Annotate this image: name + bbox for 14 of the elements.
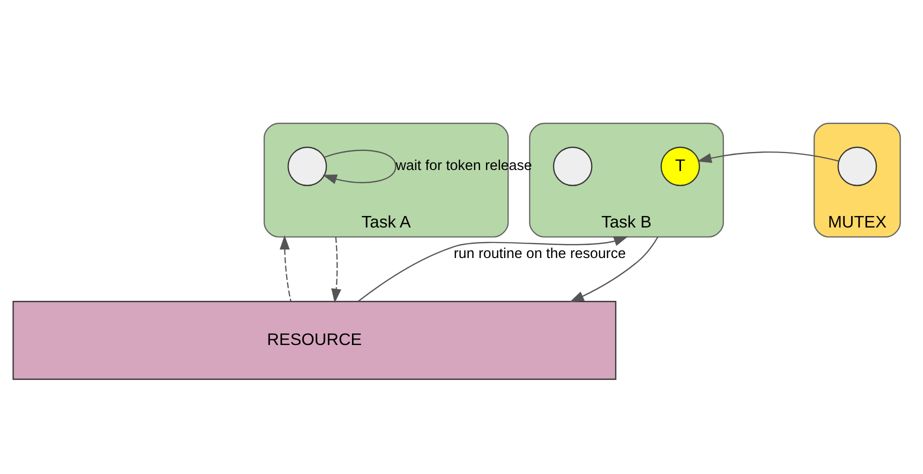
- arrow: [331, 236, 342, 303]
- arrow: [280, 234, 292, 301]
- arrow: [570, 236, 658, 302]
- edge-label: run routine on the resource: [454, 245, 626, 262]
- node-circle: [838, 146, 877, 186]
- arrow: [358, 236, 628, 302]
- node-circle: T: [660, 146, 700, 186]
- edge-label: wait for token release: [396, 158, 532, 174]
- arrow: [697, 151, 839, 163]
- cluster: MUTEX: [814, 122, 901, 238]
- node-circle: [288, 146, 327, 186]
- arrow: [322, 149, 396, 184]
- node-circle: [552, 146, 592, 186]
- node-box: RESOURCE: [12, 300, 616, 380]
